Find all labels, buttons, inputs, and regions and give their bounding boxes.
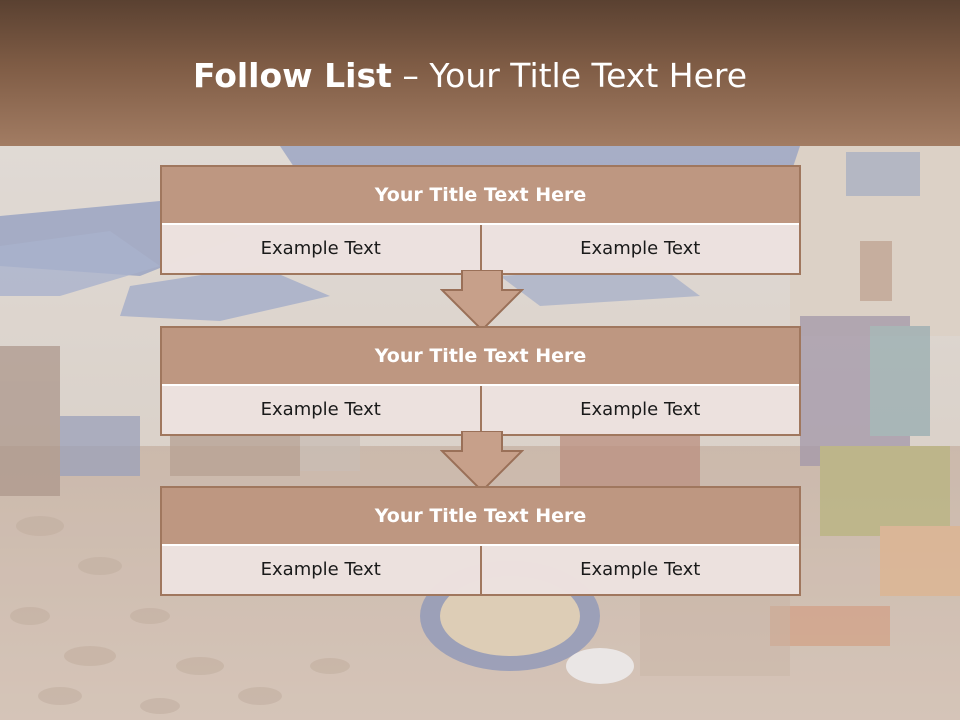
step-title-2: Your Title Text Here	[162, 328, 799, 386]
step-1-right-text: Example Text	[479, 225, 799, 273]
down-arrow-icon	[440, 431, 524, 493]
step-2-right-text: Example Text	[479, 386, 799, 434]
step-title-3: Your Title Text Here	[162, 488, 799, 546]
slide-title-bold: Follow List	[192, 56, 392, 95]
slide-title: Follow List – Your Title Text Here	[0, 54, 940, 98]
step-box-1: Your Title Text Here Example Text Exampl…	[160, 165, 801, 275]
step-box-2: Your Title Text Here Example Text Exampl…	[160, 326, 801, 436]
step-row-2: Example Text Example Text	[162, 386, 799, 434]
title-band	[0, 0, 960, 146]
step-3-right-text: Example Text	[479, 546, 799, 594]
step-title-1: Your Title Text Here	[162, 167, 799, 225]
step-box-3: Your Title Text Here Example Text Exampl…	[160, 486, 801, 596]
slide-title-rest: – Your Title Text Here	[391, 56, 748, 95]
step-row-3: Example Text Example Text	[162, 546, 799, 594]
step-1-left-text: Example Text	[162, 225, 480, 273]
step-2-left-text: Example Text	[162, 386, 480, 434]
step-3-left-text: Example Text	[162, 546, 480, 594]
down-arrow-icon	[440, 270, 524, 332]
step-row-1: Example Text Example Text	[162, 225, 799, 273]
